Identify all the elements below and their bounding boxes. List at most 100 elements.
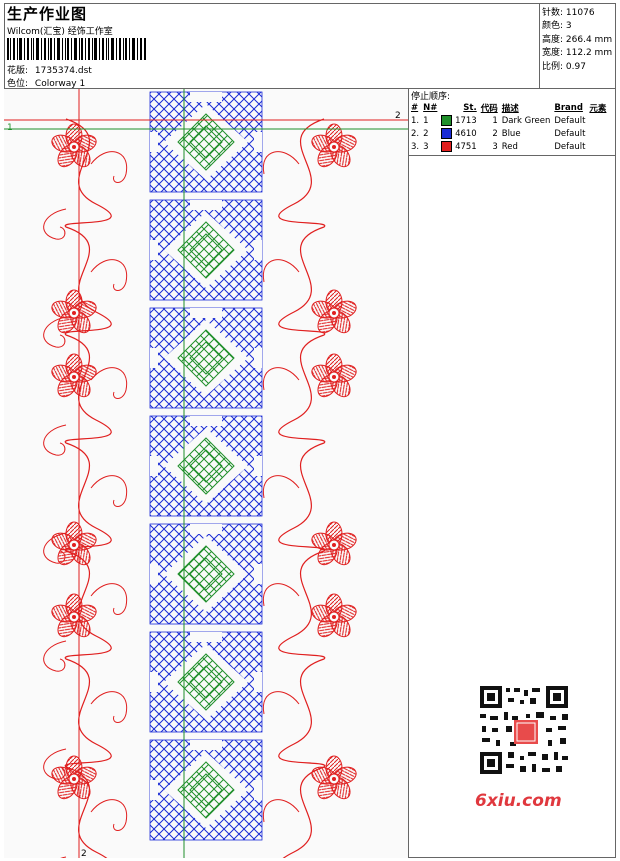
stat-scale: 比例: 0.97 bbox=[542, 59, 586, 72]
table-row: 3. 3 4751 3 Red Default bbox=[410, 140, 609, 153]
stat-width: 宽度: 112.2 mm bbox=[542, 45, 612, 58]
flower bbox=[311, 123, 357, 168]
stat-value: 266.4 mm bbox=[565, 35, 613, 45]
stat-value: 0.97 bbox=[565, 62, 586, 72]
row-n: 1 bbox=[423, 115, 429, 126]
qr-code bbox=[470, 680, 580, 800]
guide-label-bottom: 2 bbox=[81, 849, 87, 858]
vine-curl bbox=[60, 856, 67, 858]
stat-label: 颜色: bbox=[542, 21, 564, 31]
color-swatch bbox=[441, 141, 453, 152]
vine-curl bbox=[43, 208, 67, 240]
table-row: 2. 2 4610 2 Blue Default bbox=[410, 127, 609, 140]
page-title: 生产作业图 bbox=[7, 5, 88, 23]
flower bbox=[51, 593, 97, 638]
col-st: St. bbox=[463, 102, 477, 113]
colorway-row: 色位: Colorway 1 bbox=[7, 76, 85, 89]
row-code: 3 bbox=[492, 141, 498, 152]
flower bbox=[311, 289, 357, 334]
vine-curl bbox=[43, 424, 67, 456]
vine-curl bbox=[90, 799, 128, 831]
stop-sequence-box: 停止顺序: # N# St. 代码 描述 Brand 元素 1. 1 1713 bbox=[409, 89, 616, 156]
flower bbox=[311, 755, 357, 800]
stitch-count: 4751 bbox=[455, 142, 477, 152]
guide-label-left: 1 bbox=[7, 123, 13, 133]
pattern-row: 花版: 1735374.dst bbox=[7, 63, 92, 76]
vine-curl bbox=[90, 475, 128, 507]
row-element bbox=[588, 127, 609, 140]
stat-label: 针数: bbox=[542, 8, 564, 18]
row-code: 2 bbox=[492, 128, 498, 139]
col-brand: Brand bbox=[554, 102, 583, 113]
col-n: N# bbox=[423, 102, 438, 113]
stat-value: 112.2 mm bbox=[565, 48, 613, 58]
stat-label: 比例: bbox=[542, 62, 564, 72]
row-code: 1 bbox=[492, 115, 498, 126]
green-diamond bbox=[177, 545, 235, 603]
vine-stem bbox=[278, 118, 326, 858]
vine-curl bbox=[262, 799, 300, 823]
stat-label: 高度: bbox=[542, 35, 564, 45]
vine-curl bbox=[262, 259, 300, 283]
col-num: # bbox=[411, 102, 419, 113]
guide-label-right: 2 bbox=[395, 111, 401, 121]
vine-curl bbox=[90, 691, 128, 723]
stat-colors: 颜色: 3 bbox=[542, 18, 572, 31]
color-sequence-panel: 停止顺序: # N# St. 代码 描述 Brand 元素 1. 1 1713 bbox=[409, 89, 616, 858]
row-desc: Dark Green bbox=[501, 115, 551, 126]
colorway-value: Colorway 1 bbox=[34, 79, 86, 89]
row-num: 3. bbox=[411, 141, 420, 152]
row-num: 2. bbox=[411, 128, 420, 139]
col-code: 代码 bbox=[480, 103, 498, 114]
stat-label: 宽度: bbox=[542, 48, 564, 58]
barcode bbox=[7, 38, 146, 60]
flower bbox=[51, 353, 97, 398]
flower bbox=[311, 353, 357, 398]
row-element bbox=[588, 114, 609, 127]
vine-curl bbox=[90, 367, 128, 399]
color-swatch bbox=[441, 128, 453, 139]
watermark-site: 6xiu.com bbox=[475, 791, 562, 811]
vine-curl bbox=[90, 259, 128, 291]
color-table: # N# St. 代码 描述 Brand 元素 1. 1 1713 1 Dark… bbox=[410, 101, 609, 153]
row-brand: Default bbox=[554, 128, 586, 139]
vine-stem bbox=[64, 118, 112, 858]
vine-curl bbox=[90, 583, 128, 615]
stat-value: 11076 bbox=[565, 8, 595, 18]
row-desc: Blue bbox=[501, 128, 521, 139]
company-name: Wilcom(汇宝) 经饰工作室 bbox=[7, 27, 113, 37]
row-brand: Default bbox=[554, 115, 586, 126]
guide-lines: 1 2 2 bbox=[4, 89, 408, 858]
row-desc: Red bbox=[501, 141, 518, 152]
stat-value: 3 bbox=[565, 21, 572, 31]
stats-panel: 针数: 11076 颜色: 3 高度: 266.4 mm 宽度: 112.2 m… bbox=[540, 3, 616, 89]
vine-curl bbox=[262, 691, 300, 715]
embroidery-preview: 1 2 2 bbox=[4, 89, 409, 858]
vine-curl bbox=[262, 367, 300, 391]
vine-curl bbox=[262, 583, 300, 607]
row-element bbox=[588, 140, 609, 153]
flower bbox=[311, 593, 357, 638]
pattern-value: 1735374.dst bbox=[34, 66, 92, 76]
green-diamond-motifs bbox=[177, 113, 235, 819]
row-st: 4751 bbox=[440, 140, 479, 153]
header-panel: 生产作业图 Wilcom(汇宝) 经饰工作室 花版: 1735374.dst 色… bbox=[4, 3, 540, 89]
row-n: 2 bbox=[423, 128, 429, 139]
green-diamond bbox=[177, 761, 235, 819]
flower bbox=[51, 289, 97, 334]
vine-curl bbox=[43, 640, 67, 672]
table-row: 1. 1 1713 1 Dark Green Default bbox=[410, 114, 609, 127]
embroidery-design: 1 2 2 bbox=[4, 89, 408, 858]
colorway-label: 色位: bbox=[7, 79, 29, 89]
flower bbox=[51, 521, 97, 566]
vine-curl bbox=[262, 151, 300, 175]
lattice-tile bbox=[149, 415, 263, 517]
qr-center-stamp bbox=[514, 720, 538, 744]
vine-curl bbox=[262, 475, 300, 499]
row-brand: Default bbox=[554, 141, 586, 152]
col-element: 元素 bbox=[589, 103, 607, 114]
flower bbox=[311, 521, 357, 566]
stat-stitches: 针数: 11076 bbox=[542, 5, 595, 18]
stitch-count: 4610 bbox=[455, 129, 477, 139]
flower bbox=[51, 755, 97, 800]
